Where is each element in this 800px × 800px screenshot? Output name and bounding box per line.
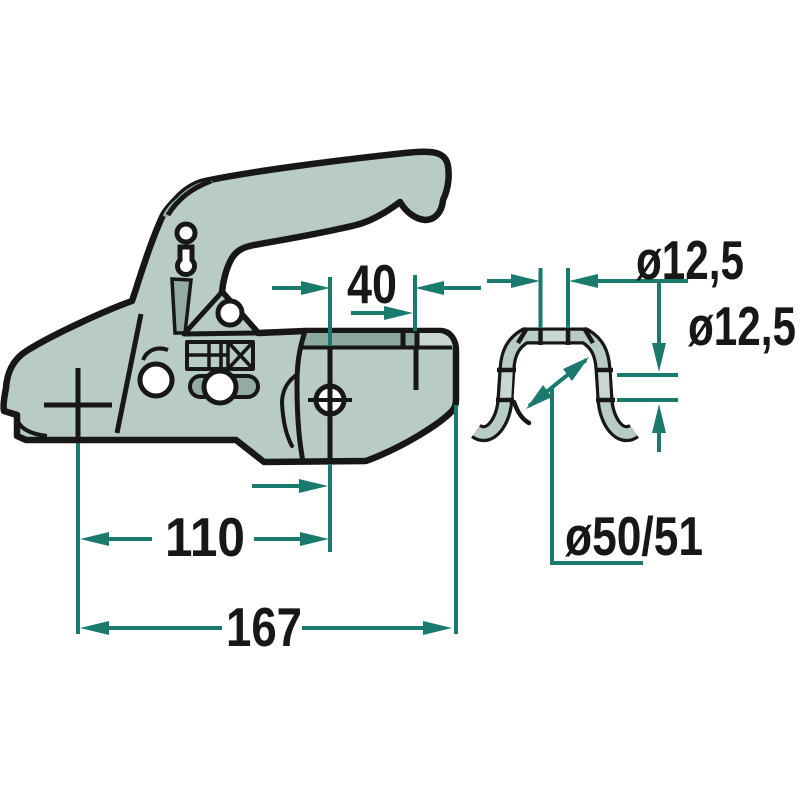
arrowhead <box>299 479 328 493</box>
dim-bar-dia: ø12,5 <box>617 282 796 452</box>
clamp-segment-dividers <box>496 326 615 403</box>
arrowhead <box>384 306 413 320</box>
arrowhead <box>511 274 540 288</box>
clamp-cross-section <box>471 326 639 442</box>
dim-label-167: 167 <box>226 596 302 658</box>
body-hole-arc <box>141 346 169 361</box>
front-crease <box>279 374 297 448</box>
arrowhead <box>652 343 666 372</box>
arrowhead <box>301 281 330 295</box>
gusset-hole <box>215 298 245 328</box>
type-plate-grid <box>187 340 255 371</box>
dim-clamp-dia: ø50/51 <box>526 357 703 567</box>
dimensions: 40 110 167 <box>76 229 796 658</box>
pivot-pin-hole <box>174 221 198 245</box>
body-hole <box>137 361 175 399</box>
coupling-side-view <box>0 148 460 466</box>
clamp-inner-lip-curl <box>511 399 532 426</box>
dim-110: 110 <box>76 443 332 634</box>
dim-167: 167 <box>80 405 458 658</box>
arrowhead <box>415 281 444 295</box>
arrowhead <box>569 274 598 288</box>
front-top-band <box>301 333 417 346</box>
dim-label-bar-dia: ø12,5 <box>688 295 796 357</box>
clamp-segment-left-light <box>500 369 513 400</box>
arrowhead <box>423 621 452 635</box>
clamp-segment-right-light <box>598 369 611 400</box>
dim-label-hole-dia: ø12,5 <box>636 229 744 291</box>
keyhole-slot <box>175 244 197 277</box>
dim-label-110: 110 <box>165 506 245 568</box>
nose-fillet-arc <box>14 415 48 438</box>
dim-40: 40 <box>272 253 481 346</box>
dim-label-40: 40 <box>347 253 397 315</box>
dim-label-clamp-dia: ø50/51 <box>565 505 703 567</box>
arrowhead <box>80 532 109 546</box>
arrowhead <box>563 357 589 381</box>
arrowhead <box>80 621 109 635</box>
arrowhead <box>300 532 329 546</box>
nose-seam <box>114 313 144 434</box>
front-top-band-corner <box>417 333 453 347</box>
lock-pill-head <box>201 368 239 406</box>
dim-hole-dia: ø12,5 <box>487 229 744 328</box>
arrowhead <box>526 385 552 409</box>
front-left-seam <box>294 330 308 463</box>
arrowhead <box>652 404 666 433</box>
lever-pivot-arc <box>165 178 212 217</box>
